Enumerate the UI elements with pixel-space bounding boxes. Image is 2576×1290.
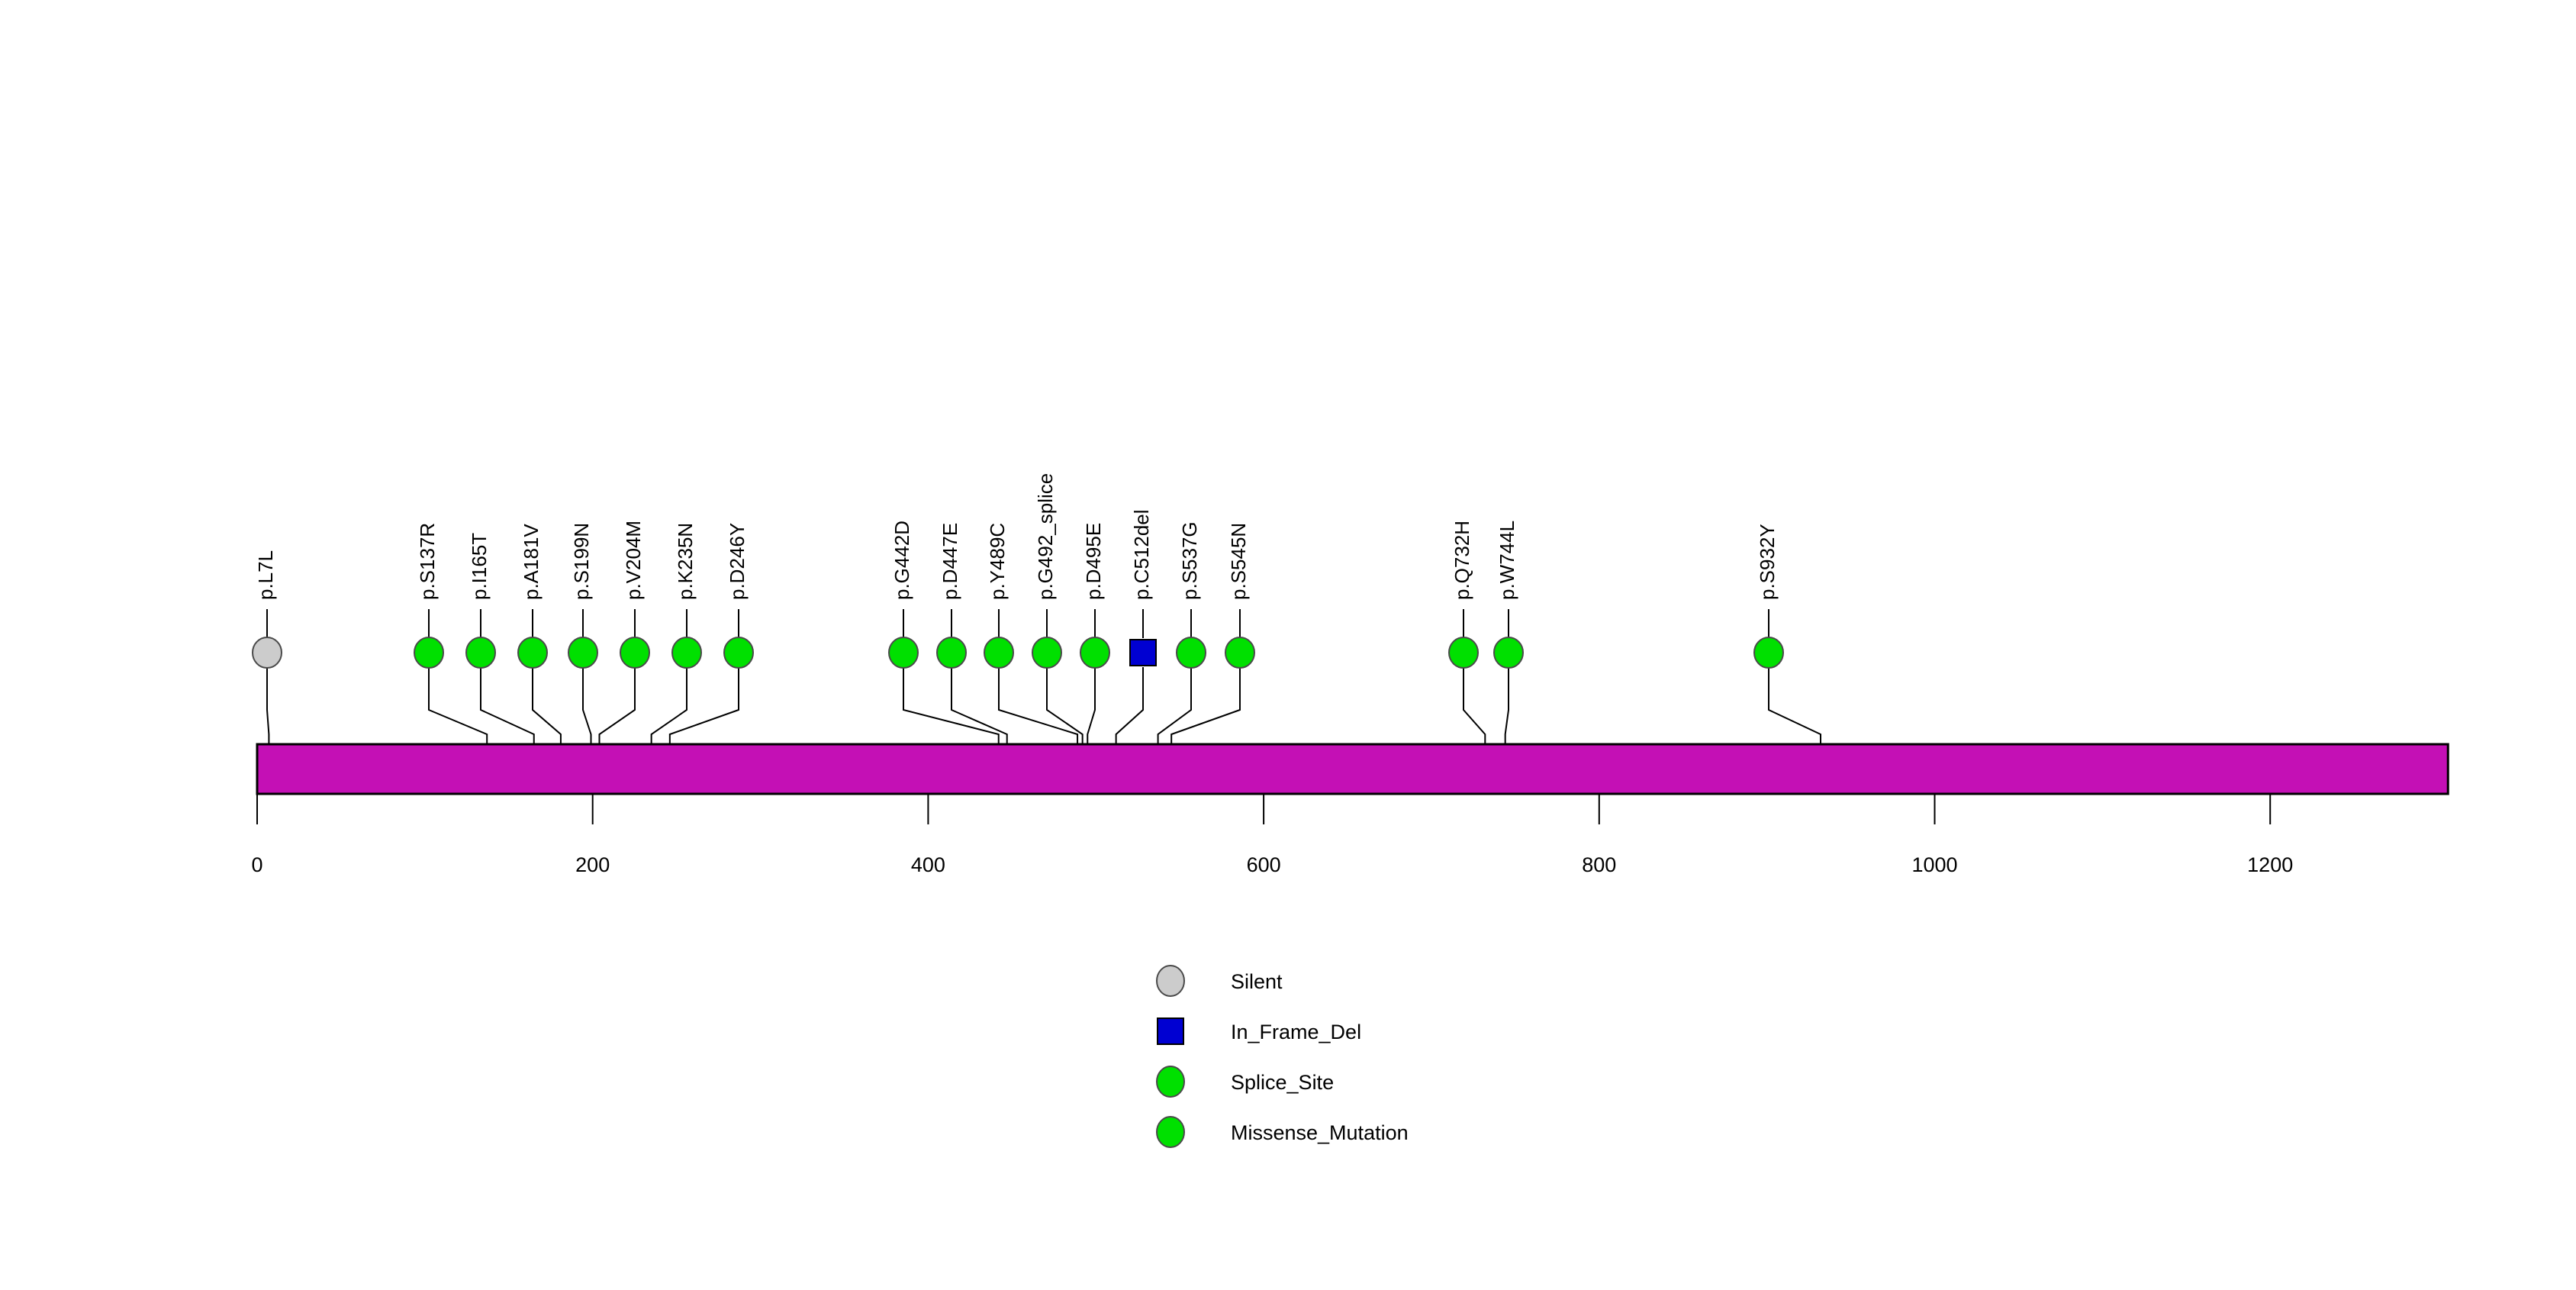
legend-swatch-circle [1156,1066,1185,1098]
legend-swatch-circle [1156,1116,1185,1148]
legend-label: In_Frame_Del [1231,1021,1361,1043]
x-axis-group: 0 200 400 600 800 1000 1200 [251,794,2293,876]
mutation-label: p.S537G [1178,521,1201,600]
lollipop-head-square[interactable] [1129,639,1157,666]
lollipop-head-circle[interactable] [252,637,282,669]
mutation-label: p.L7L [254,550,277,600]
axis-tick-label: 800 [1582,853,1616,876]
mutation-label: p.D246Y [726,523,749,600]
mutation-label: p.V204M [622,521,645,600]
lollipop-head-circle[interactable] [1493,637,1524,669]
protein-domain-bar [256,743,2449,795]
legend-label: Missense_Mutation [1231,1121,1409,1144]
mutation-label: p.S199N [570,523,593,600]
axis-tick-label: 200 [575,853,610,876]
lollipop-head-circle[interactable] [517,637,548,669]
axis-tick-label: 1000 [1911,853,1957,876]
lollipop-head-circle[interactable] [671,637,702,669]
lollipop-head-circle[interactable] [1032,637,1062,669]
lollipop-head-circle[interactable] [723,637,754,669]
lollipop-head-circle[interactable] [1448,637,1479,669]
axis-tick-label: 400 [911,853,945,876]
legend-label: Splice_Site [1231,1071,1334,1094]
mutation-label: p.Y489C [986,523,1009,600]
lollipop-heads-group [252,637,1784,669]
mutation-label: p.S932Y [1756,524,1779,600]
legend-group: SilentIn_Frame_DelSplice_SiteMissense_Mu… [1156,965,1409,1148]
axis-tick-label: 600 [1247,853,1281,876]
mutation-label: p.D447E [939,523,961,600]
lollipop-head-circle[interactable] [1176,637,1206,669]
mutation-label: p.S545N [1227,523,1250,600]
lollipop-head-circle[interactable] [414,637,444,669]
lollipop-head-circle[interactable] [465,637,496,669]
legend-swatch-square [1157,1017,1184,1045]
lollipop-head-circle[interactable] [568,637,598,669]
mutation-label: p.A181V [520,524,543,600]
mutation-label: p.W744L [1496,521,1518,600]
lollipop-head-circle[interactable] [984,637,1014,669]
mutation-label: p.D495E [1082,523,1105,600]
lollipop-head-circle[interactable] [1225,637,1255,669]
lollipop-head-circle[interactable] [1080,637,1110,669]
mutation-labels-group: p.L7L p.S137R p.I165T p.A181V p.S199N p.V204M… [254,473,1779,600]
mutation-label: p.C512del [1130,509,1153,600]
lollipop-head-circle[interactable] [1753,637,1784,669]
legend-label: Silent [1231,970,1283,993]
mutation-label: p.Q732H [1451,521,1473,600]
mutation-label: p.G492_splice [1034,473,1057,600]
mutation-label: p.I165T [468,533,491,600]
axis-tick-label: 1200 [2247,853,2293,876]
legend-swatch-circle [1156,965,1185,997]
lollipop-head-circle[interactable] [936,637,967,669]
lollipop-head-circle[interactable] [620,637,650,669]
mutation-label: p.G442D [890,521,913,600]
lollipop-head-circle[interactable] [888,637,919,669]
axis-tick-label: 0 [251,853,262,876]
protein-bar-group [256,743,2449,795]
mutation-label: p.K235N [674,523,697,600]
mutation-label: p.S137R [416,523,439,600]
